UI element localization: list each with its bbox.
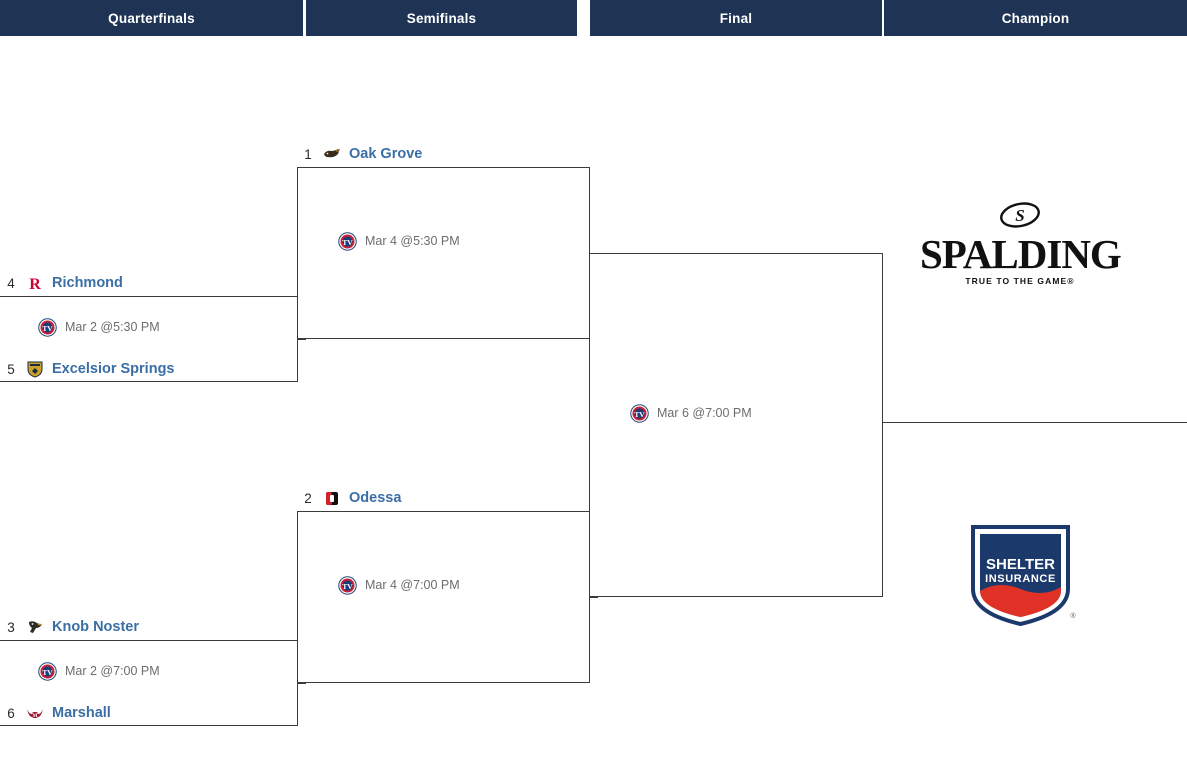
- seed-number: 2: [304, 490, 312, 506]
- svg-text:TV: TV: [634, 409, 645, 418]
- team-name: Richmond: [52, 275, 123, 291]
- oak-grove-logo-icon: [322, 146, 342, 163]
- svg-text:TV: TV: [342, 581, 353, 590]
- svg-text:TV: TV: [42, 323, 53, 332]
- spalding-tagline: TRUE TO THE GAME®: [965, 275, 1075, 286]
- odessa-logo-icon: [322, 490, 342, 507]
- svg-text:M: M: [33, 714, 38, 719]
- header-column-quarterfinals: Quarterfinals: [0, 0, 303, 36]
- team-name: Marshall: [52, 705, 111, 721]
- game-info-final[interactable]: TV Mar 6 @7:00 PM: [630, 403, 752, 423]
- team-row-oak-grove[interactable]: 1 Oak Grove: [301, 143, 422, 165]
- header-column-semifinals: Semifinals: [306, 0, 577, 36]
- champion-connector: [882, 422, 1187, 423]
- sponsor-shelter-insurance-logo: SHELTER INSURANCE ®: [963, 523, 1078, 628]
- sf-lower-connector: [589, 597, 598, 598]
- svg-text:TV: TV: [342, 237, 353, 246]
- spalding-s-mark-icon: S: [1000, 202, 1040, 228]
- header-label-final: Final: [719, 10, 753, 26]
- sponsor-spalding-logo: S SPALDING TRUE TO THE GAME®: [920, 200, 1122, 286]
- game-time: Mar 6 @7:00 PM: [657, 406, 752, 420]
- seed-number: 5: [7, 361, 15, 377]
- knob-noster-logo-icon: [25, 619, 45, 636]
- team-name: Excelsior Springs: [52, 361, 175, 377]
- header-label-quarterfinals: Quarterfinals: [108, 10, 195, 26]
- network-badge-icon: TV: [630, 403, 649, 423]
- team-name: Odessa: [349, 490, 402, 506]
- excelsior-springs-logo-icon: [25, 361, 45, 378]
- svg-text:R: R: [29, 276, 41, 292]
- game-info-sf-upper[interactable]: TV Mar 4 @5:30 PM: [338, 231, 460, 251]
- svg-text:S: S: [1015, 206, 1024, 225]
- game-info-qf-upper[interactable]: TV Mar 2 @5:30 PM: [38, 317, 160, 337]
- final-box: [589, 253, 883, 597]
- sf-upper-box: [297, 167, 590, 339]
- game-time: Mar 4 @7:00 PM: [365, 578, 460, 592]
- sf-lower-box: [297, 511, 590, 683]
- seed-number: 4: [7, 275, 15, 291]
- network-badge-icon: TV: [38, 661, 57, 681]
- header-label-semifinals: Semifinals: [406, 10, 477, 26]
- header-column-champion: Champion: [884, 0, 1187, 36]
- game-time: Mar 4 @5:30 PM: [365, 234, 460, 248]
- seed-number: 3: [7, 619, 15, 635]
- shelter-text: SHELTER: [986, 556, 1055, 573]
- team-row-odessa[interactable]: 2 Odessa: [301, 487, 401, 509]
- team-row-richmond[interactable]: 4 R Richmond: [4, 272, 123, 294]
- richmond-logo-icon: R: [25, 275, 45, 292]
- network-badge-icon: TV: [338, 231, 357, 251]
- seed-number: 1: [304, 146, 312, 162]
- game-time: Mar 2 @5:30 PM: [65, 320, 160, 334]
- bracket-header: Quarterfinals Semifinals Final Champion: [0, 0, 1187, 36]
- team-name: Knob Noster: [52, 619, 139, 635]
- network-badge-icon: TV: [38, 317, 57, 337]
- team-row-knob-noster[interactable]: 3 Knob Noster: [4, 616, 139, 638]
- insurance-text: INSURANCE: [985, 573, 1056, 585]
- game-time: Mar 2 @7:00 PM: [65, 664, 160, 678]
- game-info-qf-lower[interactable]: TV Mar 2 @7:00 PM: [38, 661, 160, 681]
- qf-lower-connector: [297, 683, 306, 684]
- seed-number: 6: [7, 705, 15, 721]
- spalding-wordmark: SPALDING: [920, 231, 1122, 277]
- qf-upper-connector: [297, 339, 306, 340]
- svg-text:TV: TV: [42, 667, 53, 676]
- network-badge-icon: TV: [338, 575, 357, 595]
- team-row-marshall[interactable]: 6 M Marshall: [4, 702, 111, 724]
- header-label-champion: Champion: [1001, 10, 1070, 26]
- marshall-logo-icon: M: [25, 705, 45, 722]
- team-row-excelsior-springs[interactable]: 5 Excelsior Springs: [4, 358, 175, 380]
- header-column-final: Final: [590, 0, 882, 36]
- game-info-sf-lower[interactable]: TV Mar 4 @7:00 PM: [338, 575, 460, 595]
- team-name: Oak Grove: [349, 146, 423, 162]
- svg-text:®: ®: [1070, 612, 1076, 620]
